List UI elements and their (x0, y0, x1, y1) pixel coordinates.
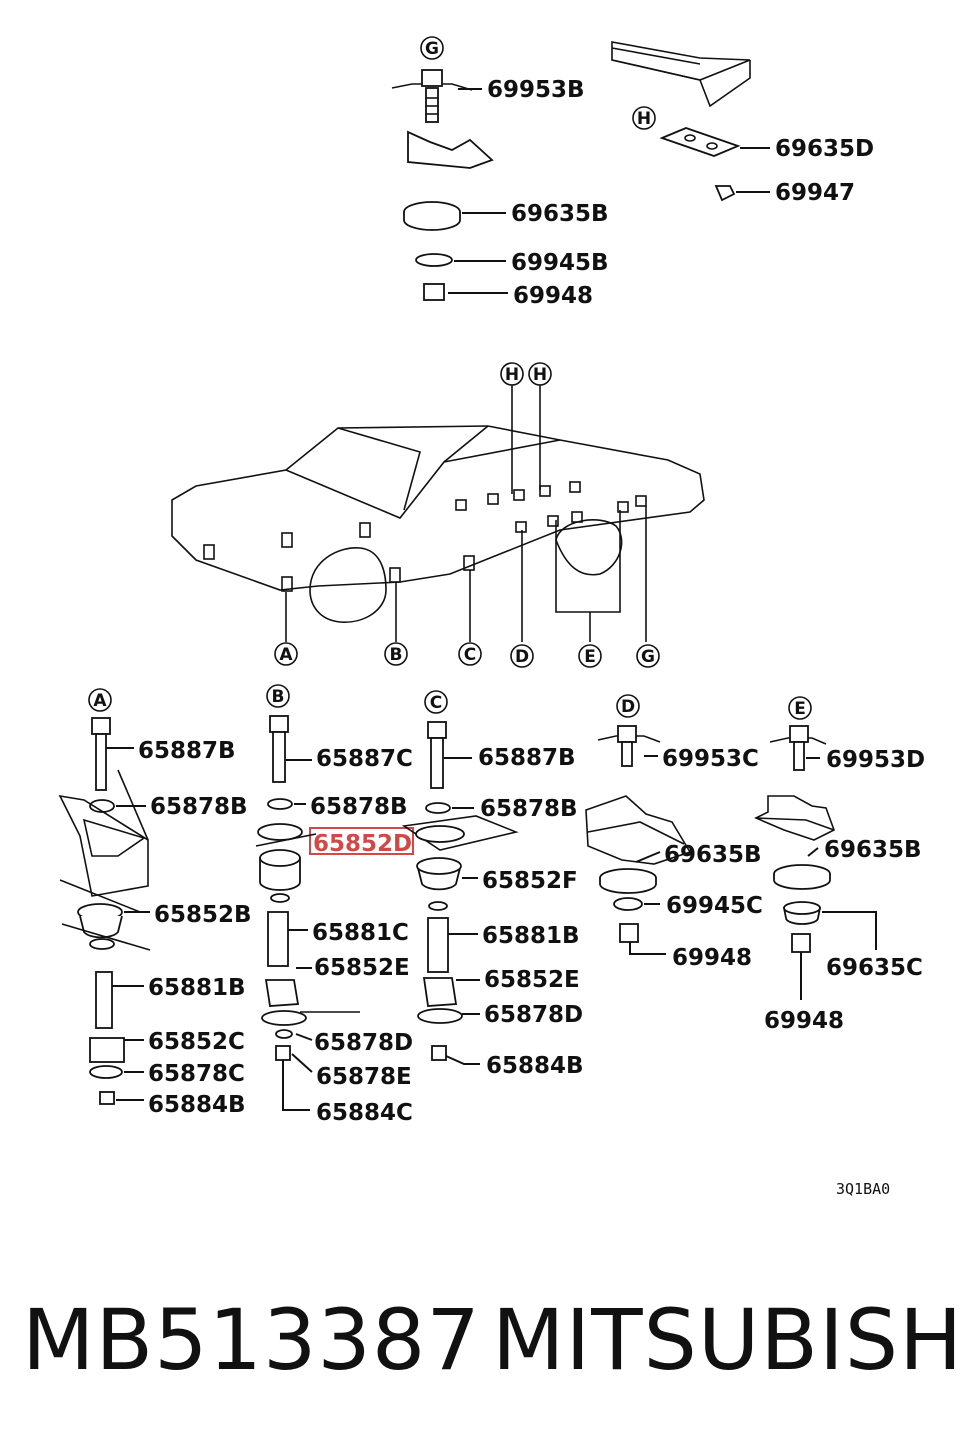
e-nut (791, 933, 811, 953)
c-collar (427, 917, 449, 973)
part-number: MB513387 (22, 1291, 481, 1389)
detail-e-assembly: E 69953D 69635B 69635C 69948 (754, 696, 925, 1034)
callout-e-69948: 69948 (764, 1008, 844, 1034)
ref-g-car: G (641, 647, 655, 667)
callout-e-69635b: 69635B (824, 837, 922, 863)
callout-69948-top: 69948 (513, 283, 593, 309)
callout-b-65878b: 65878B (310, 794, 408, 820)
callout-d-69948: 69948 (672, 945, 752, 971)
callout-a-65852b: 65852B (154, 902, 252, 928)
callout-d-69945c: 69945C (666, 893, 763, 919)
callout-c-65884b: 65884B (486, 1053, 584, 1079)
front-wheel (309, 547, 387, 623)
b-cushion-lower (264, 979, 300, 1007)
detail-a-assembly: A 65887B 65878B 65852B 65881B 65852C 658… (58, 688, 252, 1118)
ref-b-car: B (390, 645, 403, 665)
callout-d-69953c: 69953C (662, 746, 759, 772)
brand-name: MITSUBISHI (492, 1291, 960, 1389)
d-washer (613, 897, 643, 911)
ref-e-detail: E (794, 699, 806, 719)
ref-a-detail: A (93, 691, 107, 711)
callout-b-65852e: 65852E (314, 955, 410, 981)
g-bracket (407, 130, 494, 169)
b-collar (267, 911, 289, 967)
callout-a-65878c: 65878C (148, 1061, 245, 1087)
ref-d-detail: D (621, 697, 635, 717)
ref-e-car: E (584, 647, 596, 667)
callout-a-65887b: 65887B (138, 738, 236, 764)
vehicle-ref-labels: H H A B C D E G (274, 362, 660, 668)
d-nut (619, 923, 639, 943)
callout-c-65878d: 65878D (484, 1002, 583, 1028)
ref-label-h-top: H (637, 109, 651, 129)
b-bolt (272, 731, 286, 783)
ref-d-car: D (515, 647, 529, 667)
callout-69953b-top: 69953B (487, 77, 585, 103)
detail-d-assembly: D 69953C 69635B 69945C 69948 (585, 694, 763, 971)
detail-b-assembly: B 65887C 65878B 65852D 65881C 65852E 658… (255, 684, 414, 1126)
e-bolt (793, 741, 805, 771)
callout-a-65852c: 65852C (148, 1029, 245, 1055)
ref-c-car: C (464, 645, 476, 665)
callout-b-65887c: 65887C (316, 746, 413, 772)
c-cushion-lower (422, 977, 458, 1007)
g-washer (415, 253, 453, 267)
h-plate (659, 127, 741, 157)
a-bolt (95, 733, 107, 791)
ref-a-car: A (279, 645, 293, 665)
ref-h-car-2: H (533, 365, 547, 385)
g-nut (423, 283, 445, 301)
callout-c-65881b: 65881B (482, 923, 580, 949)
bolt-shank (425, 87, 439, 123)
callout-a-65878b: 65878B (150, 794, 248, 820)
ref-c-detail: C (430, 693, 442, 713)
callout-69945b-top: 69945B (511, 250, 609, 276)
callout-b-65884c: 65884C (316, 1100, 413, 1126)
callout-a-65884b: 65884B (148, 1092, 246, 1118)
callout-c-65852e: 65852E (484, 967, 580, 993)
detail-h-assembly: H 69635D 69947 (611, 41, 874, 206)
a-cushion-lower (89, 1037, 125, 1063)
callout-e-69635c: 69635C (826, 955, 923, 981)
callout-a-65881b: 65881B (148, 975, 246, 1001)
callout-c-65887b: 65887B (478, 745, 576, 771)
h-screw (714, 185, 736, 202)
callout-e-69953d: 69953D (826, 747, 925, 773)
c-bolt (430, 737, 444, 789)
callout-c-65878b: 65878B (480, 796, 578, 822)
callout-b-65878d: 65878D (314, 1030, 413, 1056)
callout-c-65852f: 65852F (482, 868, 578, 894)
callout-b-65878e: 65878E (316, 1064, 412, 1090)
d-bolt (621, 741, 633, 767)
detail-c-assembly: C 65887B 65878B 65852F 65881B 65852E 658… (401, 690, 584, 1079)
bolt-head (421, 69, 443, 87)
ref-label-g-top: G (425, 39, 439, 59)
drawing-code: 3Q1BA0 (836, 1180, 890, 1198)
ref-circle-g-top (420, 36, 444, 60)
footer: MB513387 MITSUBISHI (0, 1285, 960, 1395)
callout-69635b-top: 69635B (511, 201, 609, 227)
callout-d-69635b: 69635B (664, 842, 762, 868)
a-collar (95, 971, 113, 1029)
detail-g-assembly: G 69953B 69635B 69945B 69948 (391, 36, 609, 309)
ref-h-car-1: H (505, 365, 519, 385)
b-cushion (259, 857, 301, 891)
callout-b-65852d: 65852D (313, 831, 412, 857)
highlight-box (309, 827, 414, 855)
callout-b-65881c: 65881C (312, 920, 409, 946)
callout-69635d: 69635D (775, 136, 874, 162)
ref-b-detail: B (272, 687, 285, 707)
callout-69947: 69947 (775, 180, 855, 206)
ref-circle-h-top (632, 106, 656, 130)
vehicle-outline (171, 385, 705, 642)
rear-wheel (555, 519, 623, 576)
